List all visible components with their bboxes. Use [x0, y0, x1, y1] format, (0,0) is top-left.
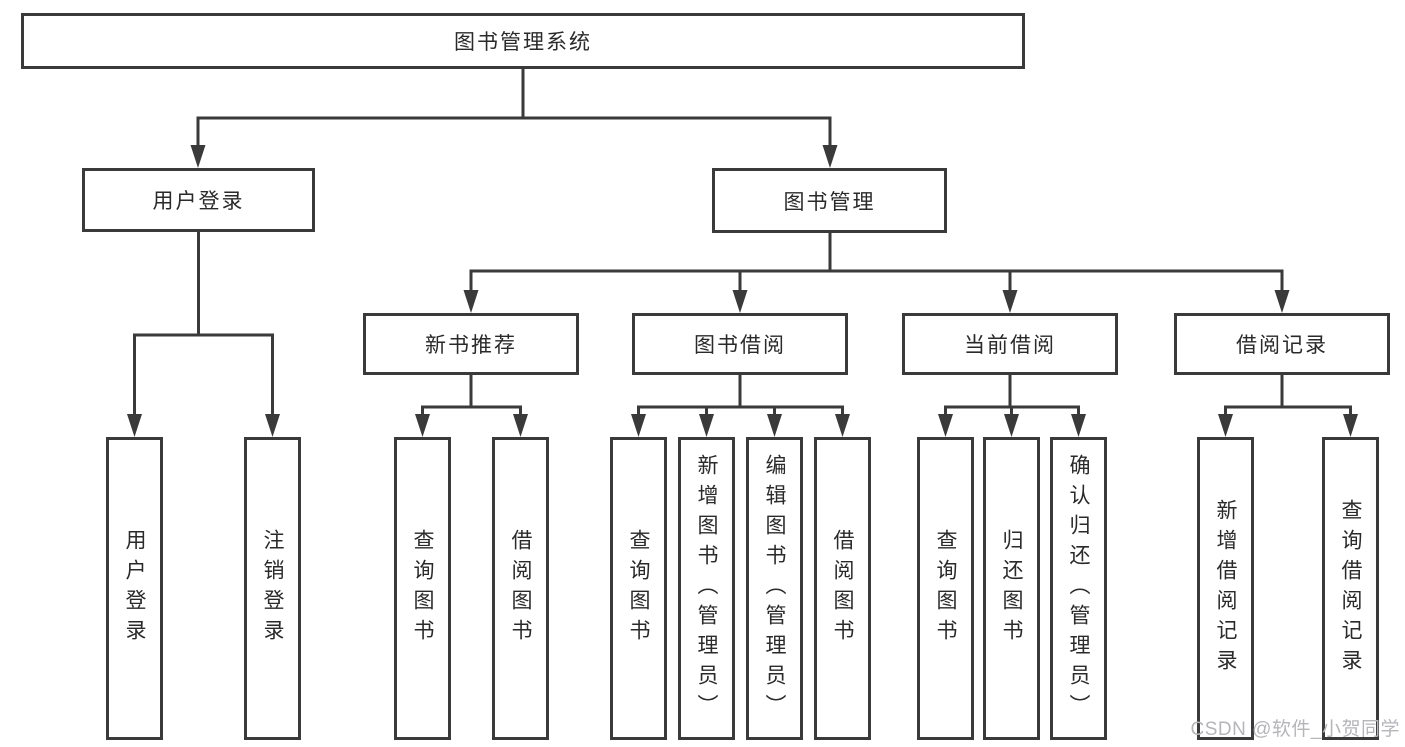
node-book-borrowing: 图书借阅	[632, 313, 848, 375]
node-root-label: 图书管理系统	[454, 31, 592, 54]
node-current-borrowing: 当前借阅	[902, 313, 1118, 375]
leaf-newbook-borrow-books: 借阅图书	[492, 437, 549, 740]
leaf-borrow-borrow-books-label: 借阅图书	[831, 528, 854, 649]
leaf-logout-label: 注销登录	[261, 528, 284, 649]
leaf-newbook-borrow-books-label: 借阅图书	[509, 528, 532, 649]
leaf-user-login: 用户登录	[106, 437, 163, 740]
node-current-borrowing-label: 当前借阅	[964, 334, 1056, 357]
leaf-current-return-books-label: 归还图书	[1000, 528, 1023, 649]
leaf-record-query-borrow-record: 查询借阅记录	[1322, 437, 1379, 740]
node-new-book-recommend: 新书推荐	[363, 313, 579, 375]
node-borrowing-records: 借阅记录	[1174, 313, 1390, 375]
leaf-record-query-borrow-record-label: 查询借阅记录	[1339, 498, 1362, 679]
leaf-current-confirm-return-admin-label: 确认归还（管理员）	[1067, 453, 1090, 724]
node-book-management-label: 图书管理	[783, 190, 876, 214]
leaf-current-query-books-label: 查询图书	[934, 528, 957, 649]
node-user-login: 用户登录	[82, 168, 315, 232]
leaf-logout: 注销登录	[244, 437, 301, 740]
leaf-borrow-borrow-books: 借阅图书	[814, 437, 871, 740]
node-root: 图书管理系统	[21, 13, 1025, 69]
leaf-borrow-edit-books-admin: 编辑图书（管理员）	[746, 437, 803, 740]
leaf-borrow-query-books-label: 查询图书	[627, 528, 650, 649]
leaf-borrow-edit-books-admin-label: 编辑图书（管理员）	[763, 453, 786, 724]
watermark: CSDN @软件_小贺同学	[1190, 719, 1400, 740]
leaf-borrow-add-books-admin-label: 新增图书（管理员）	[695, 453, 718, 724]
node-book-borrowing-label: 图书借阅	[694, 334, 786, 357]
node-borrowing-records-label: 借阅记录	[1236, 334, 1328, 357]
leaf-record-add-borrow-record: 新增借阅记录	[1197, 437, 1254, 740]
leaf-borrow-add-books-admin: 新增图书（管理员）	[678, 437, 735, 740]
node-user-login-label: 用户登录	[152, 190, 245, 213]
leaf-current-query-books: 查询图书	[917, 437, 974, 740]
node-book-management: 图书管理	[712, 168, 947, 233]
leaf-current-confirm-return-admin: 确认归还（管理员）	[1050, 437, 1107, 740]
leaf-borrow-query-books: 查询图书	[610, 437, 667, 740]
node-new-book-recommend-label: 新书推荐	[425, 334, 517, 357]
leaf-current-return-books: 归还图书	[983, 437, 1040, 740]
leaf-newbook-query-books-label: 查询图书	[411, 528, 434, 649]
leaf-record-add-borrow-record-label: 新增借阅记录	[1214, 498, 1237, 679]
leaf-newbook-query-books: 查询图书	[394, 437, 451, 740]
leaf-user-login-label: 用户登录	[123, 528, 146, 649]
